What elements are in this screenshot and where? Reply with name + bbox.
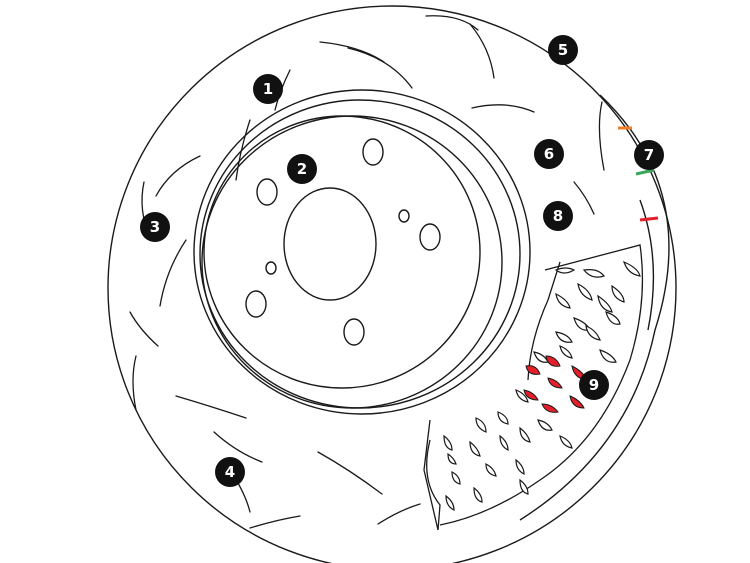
cutaway-edge-top	[439, 244, 644, 526]
vane	[519, 426, 531, 443]
callout-8-label: 8	[553, 207, 563, 225]
lug-hole	[419, 223, 441, 251]
slot	[213, 431, 263, 463]
hat-face	[203, 115, 481, 389]
locator-hole	[398, 209, 410, 223]
hat-inner-ring-2	[201, 115, 503, 409]
vane-highlight	[545, 355, 561, 367]
wear-indicators	[618, 126, 659, 222]
callout-1-label: 1	[263, 80, 273, 98]
callout-markers: 1 2 3 4 5 6 7 8	[140, 35, 664, 487]
slot	[377, 503, 421, 525]
vane	[443, 434, 453, 451]
slot	[347, 47, 413, 89]
lug-hole	[343, 318, 365, 346]
cutaway-edge-bottom	[423, 419, 441, 531]
slot	[319, 41, 385, 63]
slot	[155, 155, 201, 197]
lug-hole	[256, 178, 278, 206]
vane	[559, 345, 573, 359]
slot	[132, 355, 137, 411]
rotor-hat	[193, 89, 531, 415]
slot	[235, 119, 251, 181]
center-bore	[283, 187, 377, 301]
slot	[598, 101, 605, 171]
callout-9: 9	[579, 370, 609, 400]
vane	[445, 494, 455, 511]
wear-indicator-red	[639, 216, 659, 222]
vane	[577, 282, 593, 301]
vane	[485, 463, 497, 477]
callout-7: 7	[634, 140, 664, 170]
vane	[554, 267, 576, 274]
callout-4-label: 4	[225, 463, 235, 481]
rotor-outer-edge	[107, 5, 677, 563]
vane	[499, 434, 509, 451]
vane	[611, 284, 625, 303]
hat-outer-ring	[193, 89, 531, 415]
callout-6-label: 6	[544, 145, 554, 163]
hat-inner-ring-1	[199, 99, 521, 409]
vane	[515, 389, 529, 403]
vane	[559, 435, 573, 449]
callout-3-label: 3	[150, 218, 160, 236]
vane	[585, 325, 601, 341]
vane	[519, 478, 529, 495]
vane	[597, 294, 613, 313]
callout-1: 1	[253, 74, 283, 104]
vane	[605, 311, 621, 325]
lug-holes	[245, 138, 441, 346]
callout-2: 2	[287, 154, 317, 184]
vane	[447, 452, 457, 465]
vane	[497, 411, 509, 425]
callout-8: 8	[543, 201, 573, 231]
locator-hole	[265, 261, 277, 275]
vane	[475, 417, 487, 433]
cutaway-section	[423, 244, 644, 531]
vane	[555, 292, 571, 309]
vane	[623, 260, 641, 277]
lug-hole	[362, 138, 384, 166]
slot	[425, 15, 479, 31]
slot	[159, 239, 187, 307]
vane	[469, 440, 481, 457]
vane-highlight	[525, 365, 541, 375]
slot	[175, 395, 247, 419]
callout-4: 4	[215, 457, 245, 487]
vane-highlight	[541, 403, 559, 413]
callout-6: 6	[534, 139, 564, 169]
callout-5-label: 5	[558, 41, 568, 59]
slot	[317, 451, 383, 495]
slot	[573, 181, 595, 215]
vane	[599, 349, 617, 363]
vane-highlight	[547, 377, 563, 389]
rotor-slots	[129, 15, 605, 529]
slot	[469, 23, 495, 79]
vane	[537, 419, 553, 431]
callout-5: 5	[548, 35, 578, 65]
callout-2-label: 2	[297, 160, 307, 178]
slot	[249, 515, 301, 529]
vane	[451, 471, 461, 485]
cooling-vanes	[443, 260, 641, 511]
vane	[473, 486, 483, 503]
wear-indicator-green	[635, 168, 655, 176]
lug-hole	[245, 290, 267, 318]
rotor-disc	[107, 5, 677, 563]
callout-7-label: 7	[644, 146, 654, 164]
slot	[471, 104, 535, 113]
slot	[129, 311, 159, 347]
vane-highlight	[569, 395, 585, 409]
vane-highlight	[523, 389, 539, 401]
callout-3: 3	[140, 212, 170, 242]
vane	[515, 458, 525, 475]
vane	[555, 331, 573, 343]
highlighted-vanes	[523, 355, 587, 413]
callout-9-label: 9	[589, 376, 599, 394]
vane	[582, 269, 605, 278]
